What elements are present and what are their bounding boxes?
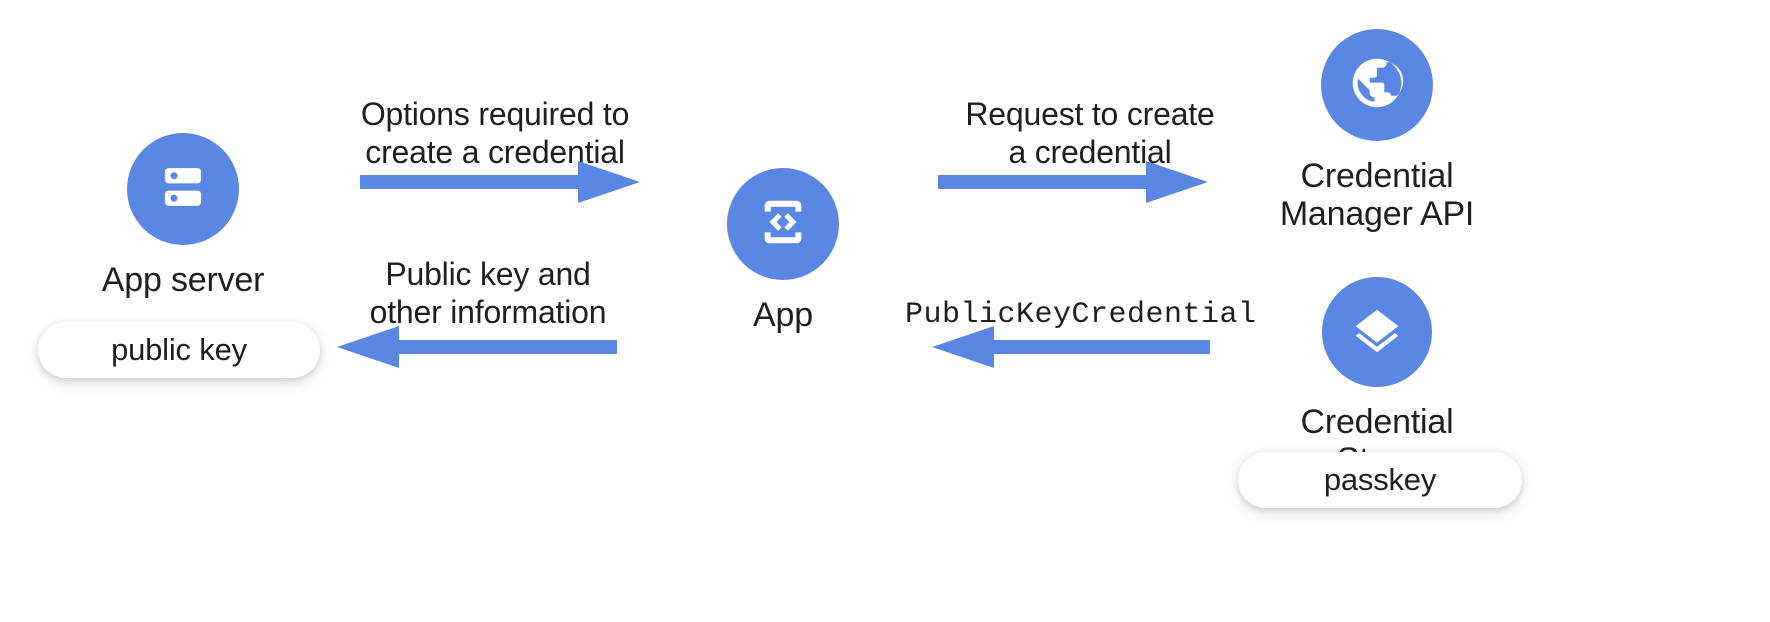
arrow-caption-request-to-create: Request to create a credential — [965, 96, 1215, 171]
arrow-caption-public-key-and-other-information: Public key and other information — [369, 256, 607, 331]
arrow-public-key-credential — [932, 326, 1210, 368]
arrow-options-required — [360, 161, 640, 203]
app-server-pill-public-key: public key — [38, 322, 320, 378]
pill-label: public key — [111, 332, 247, 367]
pill-label: passkey — [1323, 462, 1437, 497]
credential-store-pill-passkey: passkey — [1238, 452, 1522, 508]
credential-manager-api-label: Credential Manager API — [1279, 157, 1475, 234]
node-app: App — [673, 168, 893, 334]
layers-icon — [1348, 301, 1406, 364]
arrow-caption-public-key-credential: PublicKeyCredential — [905, 298, 1257, 332]
arrow-caption-options-required: Options required to create a credential — [360, 96, 630, 171]
arrow-request-to-create — [938, 161, 1208, 203]
credential-manager-api-circle — [1321, 29, 1433, 141]
app-circle — [727, 168, 839, 280]
credential-store-circle — [1322, 277, 1432, 387]
app-server-circle — [127, 133, 239, 245]
node-credential-manager-api: Credential Manager API — [1262, 29, 1492, 233]
node-app-server: App server — [73, 133, 293, 299]
arrow-public-key-and-other-information — [337, 326, 617, 368]
app-server-label: App server — [101, 261, 265, 299]
node-credential-store: Credential Store — [1257, 277, 1497, 479]
globe-icon — [1346, 52, 1408, 119]
app-code-icon — [754, 193, 812, 256]
app-label: App — [753, 296, 813, 334]
server-icon — [154, 158, 212, 221]
